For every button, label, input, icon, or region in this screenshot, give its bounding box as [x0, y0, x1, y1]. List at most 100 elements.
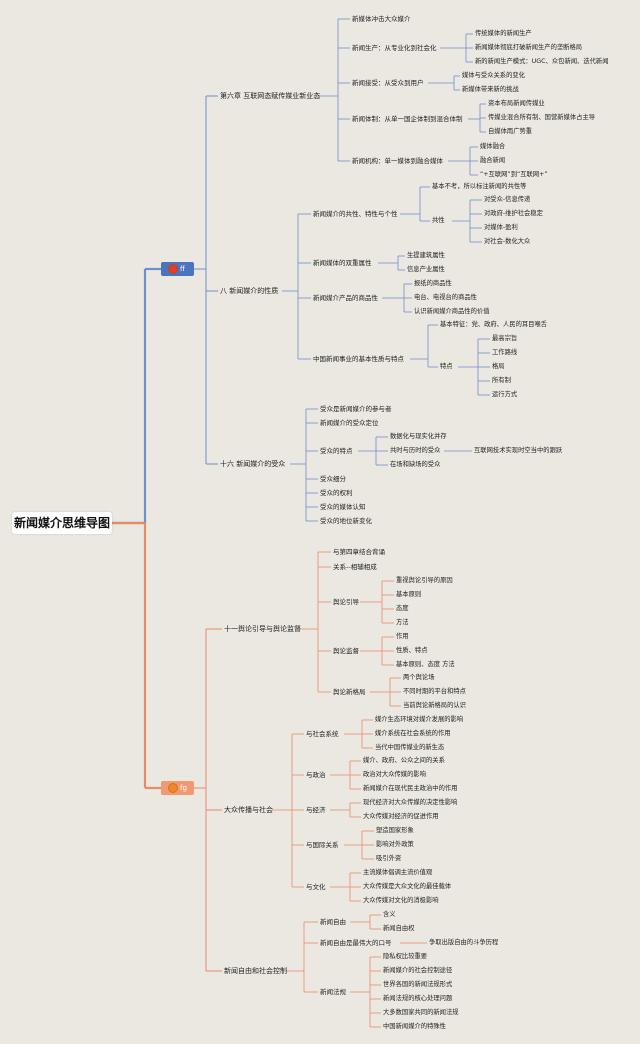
freedom-item[interactable]: 新闻法规 [320, 988, 346, 996]
ch8-leaf[interactable]: 基本不考，所以标注新闻的共性等 [432, 183, 527, 190]
ch16-item[interactable]: 受众细分 [320, 475, 346, 483]
ch6-leaf[interactable]: 资本布局新闻传媒业 [488, 100, 545, 107]
ch16-item[interactable]: 受众是新闻媒介的参与者 [320, 405, 392, 413]
mass-leaf[interactable]: 当代中国传媒业的新生态 [375, 744, 445, 751]
mass-leaf[interactable]: 吸引外资 [376, 855, 402, 862]
ch8-leaf[interactable]: 信息产业属性 [407, 266, 445, 273]
ch6-item[interactable]: 新闻体制：从单一国企体制到混合体制 [352, 115, 463, 123]
ch6-leaf[interactable]: 传统媒体的新闻生产 [475, 30, 532, 37]
ch16-item[interactable]: 受众的权利 [320, 489, 353, 497]
ch11-leaf[interactable]: 方法 [396, 619, 409, 626]
freedom-item[interactable]: 新闻自由是最伟大的口号 [320, 939, 392, 947]
freedom-item[interactable]: 新闻自由 [320, 918, 346, 926]
ch8-item[interactable]: 新闻媒介的共性、特性与个性 [313, 210, 398, 218]
ch8-leaf[interactable]: 运行方式 [492, 391, 518, 398]
freedom-leaf[interactable]: 世界各国的新闻法规形式 [383, 981, 453, 988]
ch8-leaf[interactable]: 特点 [440, 363, 453, 370]
ch8-leaf[interactable]: 工作路线 [492, 349, 518, 356]
ch6-leaf[interactable]: 新的新闻生产模式：UGC、众包新闻、迭代新闻 [475, 58, 609, 65]
ch6-item[interactable]: 新闻接受：从受众到用户 [352, 79, 424, 87]
ch8-leaf[interactable]: 所有制 [492, 377, 511, 384]
topic-freedom[interactable]: 新闻自由和社会控制 [224, 967, 287, 975]
ch6-leaf[interactable]: 自媒体雨广势重 [488, 128, 533, 135]
ch11-item[interactable]: 舆论新格局 [333, 688, 366, 696]
freedom-leaf[interactable]: 争取出版自由的斗争历程 [429, 939, 499, 946]
hub-node-blue[interactable]: ff [161, 262, 194, 276]
mass-leaf[interactable]: 现代经济对大众传媒的决定性影响 [363, 799, 458, 806]
root-node[interactable]: 新闻媒介思维导图 [12, 512, 112, 534]
ch11-leaf[interactable]: 基本原则 [396, 591, 422, 598]
ch11-item[interactable]: 关系--相辅相成 [333, 563, 377, 571]
ch16-item[interactable]: 受众的地位新变化 [320, 517, 372, 525]
ch11-item[interactable]: 舆论监督 [333, 647, 359, 655]
ch8-leaf[interactable]: 对媒体-盈利 [484, 224, 518, 231]
mass-leaf[interactable]: 大众传媒对经济的促进作用 [363, 813, 439, 820]
topic-mass[interactable]: 大众传播与社会 [224, 806, 273, 814]
mass-item[interactable]: 与经济 [306, 806, 326, 814]
topic-ch11[interactable]: 十一舆论引导与舆论监督 [224, 625, 301, 633]
ch11-leaf[interactable]: 基本原则、态度 方法 [396, 661, 455, 668]
ch8-leaf[interactable]: 对政府-维护社会稳定 [484, 210, 543, 217]
ch11-leaf[interactable]: 性质、特点 [396, 647, 428, 654]
ch11-leaf[interactable]: 作用 [396, 633, 409, 640]
ch8-leaf[interactable]: 电台、电视台的商品性 [414, 294, 477, 301]
ch8-item[interactable]: 新闻媒介产品的商品性 [313, 294, 378, 302]
mass-leaf[interactable]: 大众传媒是大众文化的最佳载体 [363, 883, 452, 890]
ch6-leaf[interactable]: 媒体与受众关系的变化 [462, 72, 525, 79]
mass-leaf[interactable]: 新闻媒介在现代民主政治中的作用 [363, 785, 458, 792]
ch6-item[interactable]: 新闻机构：单一媒体到融合媒体 [352, 157, 443, 165]
ch16-item[interactable]: 受众的特点 [320, 447, 353, 455]
ch6-leaf[interactable]: 传媒业混合所有制、国营新媒体占主导 [488, 114, 596, 121]
ch11-leaf[interactable]: 态度 [396, 605, 409, 612]
ch6-leaf[interactable]: 新媒体带来新的挑战 [462, 86, 519, 93]
ch8-leaf[interactable]: 认识新闻媒介商品性的价值 [414, 308, 490, 315]
ch8-leaf[interactable]: 生提建筑属性 [407, 252, 445, 259]
hub-node-orange[interactable]: fg [161, 781, 194, 795]
ch6-leaf[interactable]: “+互联网”到“互联网+” [480, 171, 548, 178]
ch16-leaf[interactable]: 共时与历时的受众 [390, 447, 441, 454]
mass-leaf[interactable]: 塑造国家形象 [376, 827, 414, 834]
freedom-leaf[interactable]: 隐私权比较重要 [383, 953, 428, 960]
ch11-leaf[interactable]: 不同时期的平台和特点 [403, 688, 466, 695]
ch6-leaf[interactable]: 媒体融合 [480, 143, 506, 150]
ch6-leaf[interactable]: 融合新闻 [480, 157, 506, 164]
freedom-leaf[interactable]: 大多数国家共同的新闻法规 [383, 1009, 459, 1016]
freedom-leaf[interactable]: 含义 [383, 911, 396, 918]
ch8-leaf[interactable]: 共性 [432, 217, 445, 224]
ch6-item[interactable]: 新媒体冲击大众媒介 [352, 15, 411, 23]
freedom-leaf[interactable]: 新闻媒介的社会控制途径 [383, 967, 453, 974]
mass-leaf[interactable]: 大众传媒对文化的消极影响 [363, 897, 439, 904]
freedom-leaf[interactable]: 新闻法规的核心处理问题 [383, 995, 453, 1002]
mass-item[interactable]: 与政治 [306, 771, 326, 779]
ch16-note[interactable]: 互联网技术实现时空当中的跟跃 [474, 447, 563, 454]
ch6-item[interactable]: 新闻生产：从专业化到社会化 [352, 44, 437, 52]
mass-leaf[interactable]: 主流媒体倡调主流价值观 [363, 869, 433, 876]
topic-ch16[interactable]: 十六 新闻媒介的受众 [220, 460, 286, 468]
ch8-leaf[interactable]: 格局 [492, 363, 505, 370]
mass-item[interactable]: 与国际关系 [306, 841, 339, 849]
ch8-item[interactable]: 新闻媒体的双重属性 [313, 259, 372, 267]
ch16-item[interactable]: 新闻媒介的受众定位 [320, 419, 379, 427]
mass-leaf[interactable]: 媒介生态环境对媒介发展的影响 [375, 716, 464, 723]
ch8-leaf[interactable]: 最高宗旨 [492, 335, 518, 342]
mass-leaf[interactable]: 影响对外政策 [376, 841, 414, 848]
ch11-leaf[interactable]: 当前舆论新格局的认识 [403, 702, 466, 709]
freedom-leaf[interactable]: 中国新闻媒介的特殊性 [383, 1023, 446, 1030]
ch8-leaf[interactable]: 对受众-信息传递 [484, 196, 531, 203]
ch16-leaf[interactable]: 数据化与现实化并存 [390, 433, 447, 440]
ch16-item[interactable]: 受众的媒体认知 [320, 503, 366, 511]
ch11-item[interactable]: 与第四章结合背诵 [333, 548, 385, 556]
ch11-leaf[interactable]: 两个舆论场 [403, 674, 435, 681]
mass-leaf[interactable]: 政治对大众传媒的影响 [363, 771, 426, 778]
ch8-leaf[interactable]: 报纸的商品性 [414, 280, 452, 287]
mass-leaf[interactable]: 媒介、政府、公众之间的关系 [363, 757, 445, 764]
topic-ch8[interactable]: 八 新闻媒介的性质 [220, 287, 279, 295]
ch11-item[interactable]: 舆论引导 [333, 598, 359, 606]
ch11-leaf[interactable]: 重视舆论引导的原因 [396, 577, 453, 584]
ch16-leaf[interactable]: 在场和缺场的受众 [390, 461, 441, 468]
mass-item[interactable]: 与文化 [306, 883, 326, 891]
ch6-leaf[interactable]: 新闻媒体彻底打破新闻生产的垄断格局 [475, 44, 583, 51]
topic-ch6[interactable]: 第六章 互联网态赋传媒业新业态 [220, 92, 321, 100]
ch8-item[interactable]: 中国新闻事业的基本性质与特点 [313, 355, 404, 363]
mass-leaf[interactable]: 媒介系统在社会系统的作用 [375, 730, 451, 737]
